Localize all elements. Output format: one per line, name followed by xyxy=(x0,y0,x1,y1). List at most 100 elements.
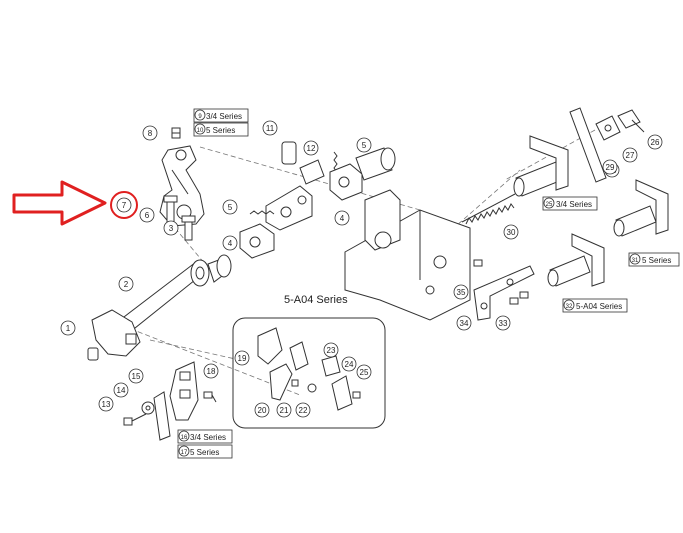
callout-8: 8 xyxy=(142,125,158,141)
series-label-9: 3/4 Series xyxy=(206,112,242,121)
callout-circle xyxy=(303,140,319,156)
callout-circle xyxy=(341,356,357,372)
callout-number: 5 xyxy=(362,141,367,150)
callout-circle xyxy=(647,134,663,150)
callout-33: 33 xyxy=(495,315,511,331)
callout-number: 17 xyxy=(181,450,188,456)
callout-32: 32 xyxy=(563,299,575,311)
part-bracket-34 xyxy=(473,265,535,321)
callout-19: 19 xyxy=(234,350,250,366)
callout-circle xyxy=(295,402,311,418)
callout-20: 20 xyxy=(254,402,270,418)
part-bushing xyxy=(190,254,232,287)
callout-circle xyxy=(254,402,270,418)
series-label-boxes xyxy=(177,108,680,459)
part-washer-14 xyxy=(141,401,155,415)
callout-number: 4 xyxy=(340,214,345,223)
callout-circle xyxy=(194,109,206,121)
callout-17: 17 xyxy=(178,445,190,457)
callout-circle xyxy=(543,197,555,209)
callout-5: 5 xyxy=(222,199,238,215)
series-label-25: 3/4 Series xyxy=(556,200,592,209)
part-spring-5 xyxy=(249,151,338,215)
callout-12: 12 xyxy=(303,140,319,156)
highlight-arrow xyxy=(12,180,107,226)
callout-number: 33 xyxy=(499,319,508,328)
part-shaft-bracket-32 xyxy=(547,233,605,287)
callout-circle xyxy=(456,315,472,331)
part-bolt-3 xyxy=(181,215,196,241)
callout-circle xyxy=(222,235,238,251)
callout-25: 25 xyxy=(356,364,372,380)
callout-7: 7 xyxy=(110,191,138,219)
callout-number: 18 xyxy=(207,367,216,376)
inset-parts xyxy=(257,327,361,411)
callout-circle xyxy=(563,299,575,311)
callout-number: 13 xyxy=(102,400,111,409)
callout-18: 18 xyxy=(203,363,219,379)
part-shaft-bracket-31 xyxy=(613,179,669,237)
callout-circle xyxy=(142,125,158,141)
callout-14: 14 xyxy=(113,382,129,398)
callout-2: 2 xyxy=(118,276,134,292)
part-shaft-bracket-25 xyxy=(513,135,569,197)
callout-number: 25 xyxy=(360,368,369,377)
callout-circle xyxy=(98,396,114,412)
callout-number: 23 xyxy=(327,346,336,355)
callout-29: 29 xyxy=(602,159,618,175)
callout-number: 29 xyxy=(606,163,615,172)
callout-25b: 25 xyxy=(543,197,555,209)
callout-13: 13 xyxy=(98,396,114,412)
callout-circle xyxy=(163,220,179,236)
callout-3: 3 xyxy=(163,220,179,236)
callout-number: 2 xyxy=(124,280,129,289)
callout-21: 21 xyxy=(276,402,292,418)
callout-24: 24 xyxy=(341,356,357,372)
part-blade-29 xyxy=(569,107,607,183)
callout-16: 16 xyxy=(178,430,190,442)
callout-number: 32 xyxy=(566,304,573,310)
callout-22: 22 xyxy=(295,402,311,418)
part-cylinder-5 xyxy=(355,147,396,181)
series-label-17: 5 Series xyxy=(190,448,219,457)
series-label-32: 5-A04 Series xyxy=(576,302,622,311)
callout-circle xyxy=(629,253,641,265)
callout-circle xyxy=(60,320,76,336)
callout-number: 3 xyxy=(169,224,174,233)
callout-circle xyxy=(356,137,372,153)
callout-5b: 5 xyxy=(356,137,372,153)
series-label-10: 5 Series xyxy=(206,126,235,135)
part-screw-13 xyxy=(123,413,147,426)
callout-35: 35 xyxy=(453,284,469,300)
part-housing xyxy=(344,189,471,321)
callout-number: 6 xyxy=(145,211,150,220)
callout-circle xyxy=(178,445,190,457)
callout-circle xyxy=(234,350,250,366)
callout-circle xyxy=(503,224,519,240)
highlight-circle xyxy=(110,191,138,219)
callout-circle xyxy=(495,315,511,331)
callout-circle xyxy=(276,402,292,418)
part-lever-block xyxy=(87,309,141,361)
callout-circle xyxy=(178,430,190,442)
diagram-title: 5-A04 Series xyxy=(284,294,348,306)
part-rocker-arm xyxy=(265,141,325,231)
callout-circle xyxy=(453,284,469,300)
part-threaded-rod-30 xyxy=(461,193,516,225)
callout-number: 7 xyxy=(122,201,127,210)
part-plate-15 xyxy=(153,391,171,441)
part-block-4 xyxy=(239,163,363,259)
part-screw-26 xyxy=(617,109,645,133)
inset-box xyxy=(232,317,386,429)
callout-number: 14 xyxy=(117,386,126,395)
callout-4b: 4 xyxy=(334,210,350,226)
callout-6: 6 xyxy=(139,207,155,223)
callout-15: 15 xyxy=(128,368,144,384)
callout-number: 11 xyxy=(266,124,275,133)
callout-9: 9 xyxy=(194,109,206,121)
callout-30: 30 xyxy=(503,224,519,240)
part-screws-33-35 xyxy=(473,259,529,305)
callout-number: 12 xyxy=(307,144,316,153)
callout-circle xyxy=(116,197,132,213)
